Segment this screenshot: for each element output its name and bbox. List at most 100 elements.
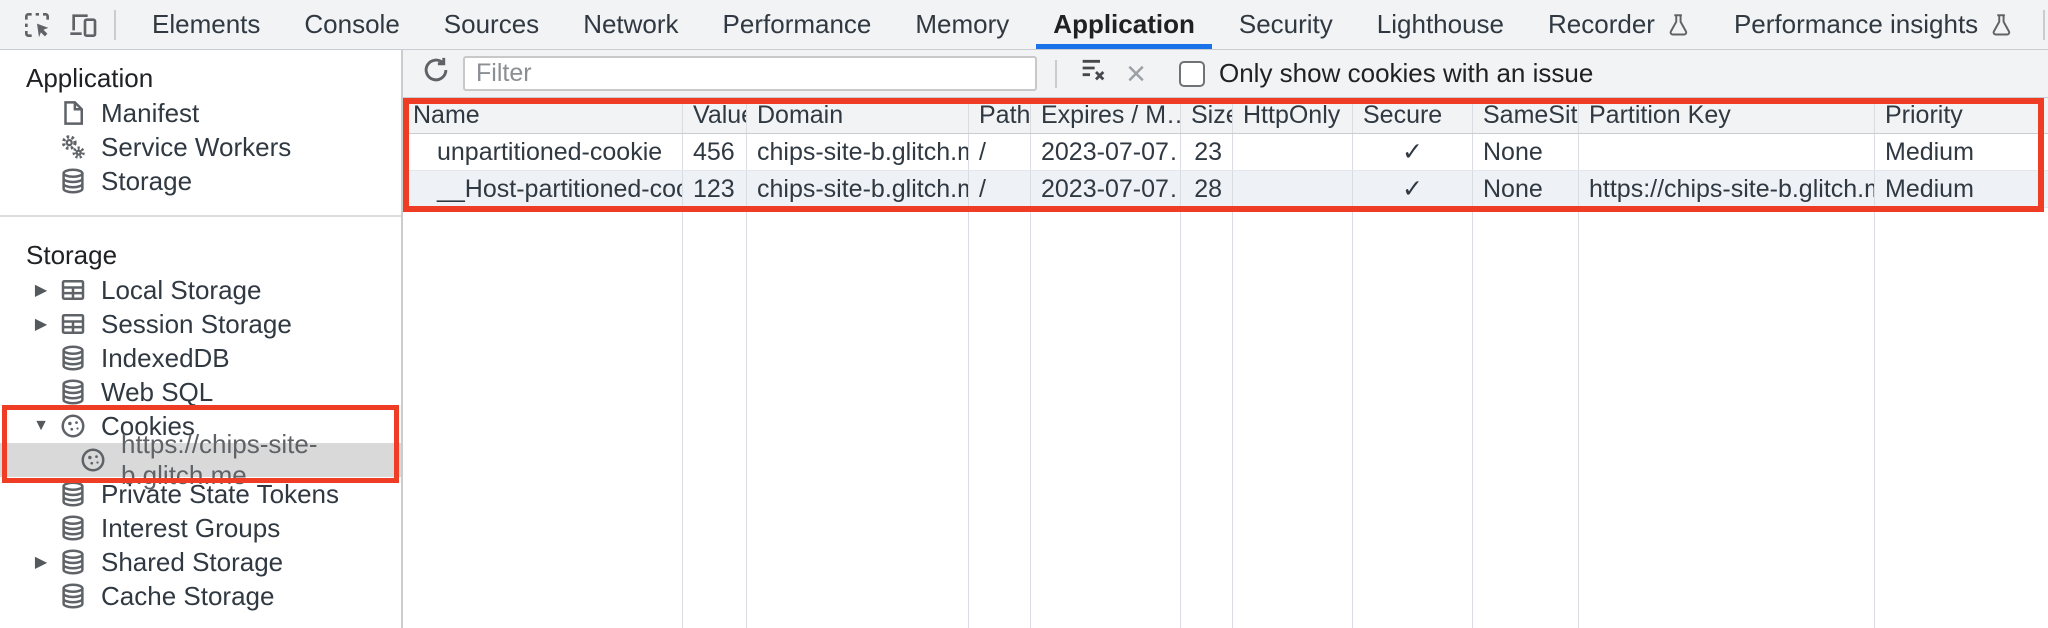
tab-security[interactable]: Security [1217,0,1355,49]
disclosure-expanded-icon[interactable]: ▼ [33,417,49,434]
tab-label: Performance [722,9,872,39]
sidebar-item-label: Web SQL [101,376,214,407]
column-header-path[interactable]: Path [969,98,1031,133]
tab-performance[interactable]: Performance [701,0,894,49]
tab-label: Performance insights [1733,9,1979,39]
sidebar-item-label: Cookies [101,410,195,441]
tab-console[interactable]: Console [282,0,421,49]
sidebar-item-storage[interactable]: Storage [0,164,401,198]
delete-cookie-button[interactable]: × [1126,54,1146,93]
cell-httponly [1233,134,1353,170]
cell-httponly [1233,171,1353,207]
column-header-samesite[interactable]: SameSite [1473,98,1579,133]
sidebar-item-cache-storage[interactable]: Cache Storage [0,579,401,613]
database-icon [58,513,88,543]
sidebar-item-session-storage[interactable]: ▶Session Storage [0,307,401,341]
refresh-icon [420,54,452,93]
cell-size: 28 [1181,171,1233,207]
column-header-priority[interactable]: Priority [1885,101,1963,129]
cell-value: 456 [683,134,747,170]
issues-only-label: Only show cookies with an issue [1219,58,1594,88]
sidebar-item-manifest[interactable]: Manifest [0,96,401,130]
column-header-httponly[interactable]: HttpOnly [1233,98,1353,133]
cell-expires-m: 2023-07-07… [1031,171,1181,207]
sidebar-item-shared-storage[interactable]: ▶Shared Storage [0,545,401,579]
sidebar-item-label: IndexedDB [101,342,230,373]
table-icon [58,275,88,305]
cookie-row[interactable]: __Host-partitioned-cookie123chips-site-b… [403,171,2048,208]
empty-column [1353,208,1473,628]
sidebar-section-title: Storage [26,239,118,270]
column-header-name[interactable]: Name [403,98,683,133]
clear-filter-button[interactable] [1073,53,1115,95]
column-header-secure[interactable]: Secure [1353,98,1473,133]
experiment-flask-icon [1664,11,1690,39]
column-header-partition-key[interactable]: Partition Key [1579,98,1875,133]
column-header-domain[interactable]: Domain [747,98,969,133]
sidebar-item-label: Manifest [101,97,200,128]
sidebar-item-indexeddb[interactable]: IndexedDB [0,341,401,375]
toolbar-divider [1055,59,1057,88]
disclosure-collapsed-icon[interactable]: ▶ [34,316,48,333]
tab-performance-insights[interactable]: Performance insights [1712,0,2035,49]
sidebar-item-private-state-tokens[interactable]: Private State Tokens [0,477,401,511]
sidebar-item-label: Interest Groups [101,512,281,543]
column-header-value[interactable]: Value [683,98,747,133]
experiment-flask-icon [1987,11,2013,39]
sidebar-item-local-storage[interactable]: ▶Local Storage [0,273,401,307]
database-icon [58,377,88,407]
empty-column [683,208,747,628]
database-icon [58,547,88,577]
cookie-icon [78,445,108,475]
filter-input[interactable] [463,56,1037,91]
empty-column [747,208,969,628]
sidebar-item-web-sql[interactable]: Web SQL [0,375,401,409]
sidebar-item-service-workers[interactable]: Service Workers [0,130,401,164]
cell-domain: chips-site-b.glitch.me [747,134,969,170]
tab-recorder[interactable]: Recorder [1526,0,1712,49]
sidebar-item-label: Service Workers [101,131,292,162]
empty-column [1473,208,1579,628]
tab-label: Recorder [1548,9,1655,39]
inspect-cursor-icon [21,9,53,41]
sidebar-item-interest-groups[interactable]: Interest Groups [0,511,401,545]
toggle-device-toolbar-button[interactable] [60,1,106,49]
tab-network[interactable]: Network [561,0,700,49]
disclosure-collapsed-icon[interactable]: ▶ [34,554,48,571]
tab-elements[interactable]: Elements [130,0,282,49]
empty-column [1579,208,1875,628]
disclosure-collapsed-icon[interactable]: ▶ [34,282,48,299]
tab-label: Lighthouse [1376,9,1505,39]
inspect-element-button[interactable] [14,1,60,49]
tab-sources[interactable]: Sources [422,0,561,49]
empty-column [403,208,683,628]
tab-memory[interactable]: Memory [893,0,1031,49]
toolbar-divider [2043,9,2046,40]
empty-column [1875,208,2048,628]
database-icon [58,581,88,611]
sidebar-item-cookies[interactable]: ▼ Cookies [0,409,401,443]
database-icon [58,166,88,196]
sidebar-item-https-chips-site-b-glitch-me[interactable]: https://chips-site-b.glitch.me [0,429,401,490]
tab-label: Network [583,9,679,39]
cookies-toolbar: × Only show cookies with an issue [403,50,2048,98]
tab-label: Elements [152,9,261,39]
toolbar-divider [114,9,116,40]
column-header-size[interactable]: Size [1181,98,1233,133]
tab-application[interactable]: Application [1031,0,1217,49]
device-toolbar-icon [67,9,99,41]
column-header-expires-m[interactable]: Expires / M… [1031,98,1181,133]
document-icon [58,98,88,128]
cell-value: 123 [683,171,747,207]
empty-column [1031,208,1181,628]
issues-only-checkbox[interactable] [1179,60,1205,87]
tab-lighthouse[interactable]: Lighthouse [1355,0,1526,49]
refresh-button[interactable] [415,53,457,95]
cell-priority: Medium [1885,137,1974,166]
